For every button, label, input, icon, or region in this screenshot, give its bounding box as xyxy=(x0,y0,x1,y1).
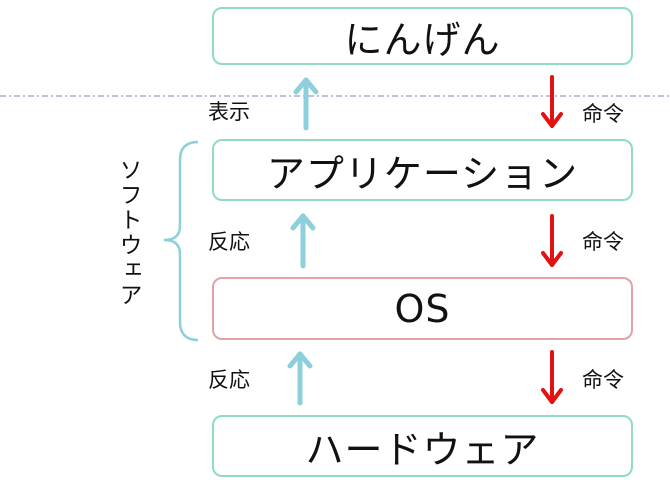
down-arrow-command-3 xyxy=(541,350,563,404)
layer-hardware-label: ハードウェア xyxy=(305,427,540,472)
label-command-3: 命令 xyxy=(582,368,624,392)
layer-application: アプリケーション xyxy=(212,139,633,201)
software-bracket xyxy=(163,140,199,342)
layer-os-label: OS xyxy=(394,286,451,331)
down-arrow-command-1 xyxy=(541,75,563,128)
label-command-2: 命令 xyxy=(582,230,624,254)
up-arrow-reaction-1 xyxy=(290,213,316,269)
label-display: 表示 xyxy=(208,100,250,124)
layer-human-label: にんげん xyxy=(344,17,501,62)
layer-application-label: アプリケーション xyxy=(266,151,579,196)
label-reaction-1: 反応 xyxy=(208,230,250,254)
up-arrow-reaction-2 xyxy=(287,351,313,406)
label-reaction-2: 反応 xyxy=(208,368,250,392)
layer-os: OS xyxy=(212,277,633,340)
layer-hardware: ハードウェア xyxy=(212,415,633,477)
layer-human: にんげん xyxy=(212,7,633,65)
down-arrow-command-2 xyxy=(541,214,563,267)
up-arrow-display xyxy=(293,77,319,131)
software-bracket-label: ソフトウェア xyxy=(115,158,141,308)
label-command-1: 命令 xyxy=(582,102,624,126)
